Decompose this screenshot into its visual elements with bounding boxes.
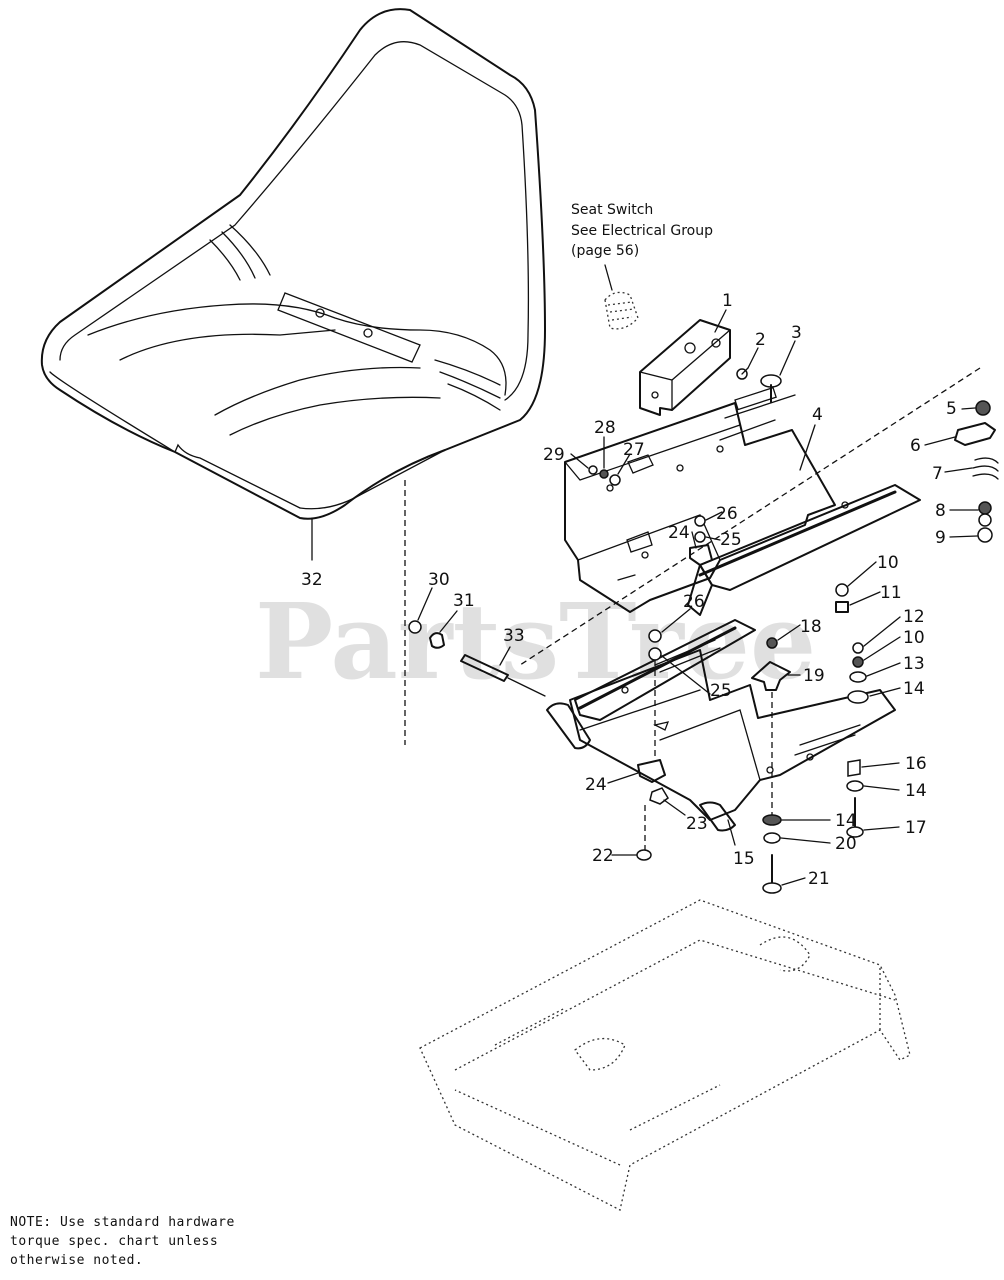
part-label-31: 31	[453, 591, 475, 611]
part-label-24b: 24	[585, 775, 607, 795]
part-label-7: 7	[932, 464, 943, 484]
part-label-8: 8	[935, 501, 946, 521]
part-label-17: 17	[905, 818, 927, 838]
part-label-12: 12	[903, 607, 925, 627]
note-line3: otherwise noted.	[10, 1253, 143, 1268]
part-label-10b: 10	[903, 628, 925, 648]
bolt-parts-10-11	[835, 583, 849, 613]
part-label-29: 29	[543, 445, 565, 465]
part-label-18: 18	[800, 617, 822, 637]
seat-switch-callout-line2: See Electrical Group	[571, 223, 713, 239]
part-label-14c: 14	[835, 811, 857, 831]
bushing-part-31	[429, 632, 445, 649]
hardware-parts-14-20-21	[762, 814, 782, 894]
hardware-parts-16-17	[846, 759, 864, 838]
part-label-30: 30	[428, 570, 450, 590]
part-label-27: 27	[623, 440, 645, 460]
lower-plate-part-15	[569, 649, 896, 821]
part-label-32: 32	[301, 570, 323, 590]
part-number-labels: 1 2 3 4 5 6 7 8 9 10 11 12 10 13 14 15 1…	[301, 291, 957, 889]
seat-switch-callout-line1: Seat Switch	[571, 202, 653, 218]
note-line1: NOTE: Use standard hardware	[10, 1215, 235, 1230]
part-label-25b: 25	[710, 681, 732, 701]
hardware-parts-24-26-upper	[689, 515, 713, 566]
hardware-parts-5-9	[954, 400, 999, 543]
part-label-19: 19	[803, 666, 825, 686]
part-label-20: 20	[835, 834, 857, 854]
part-label-4: 4	[812, 405, 823, 425]
part-label-28: 28	[594, 418, 616, 438]
seat-part-32	[40, 8, 546, 561]
part-label-13: 13	[903, 654, 925, 674]
bolt-part-22	[636, 805, 652, 861]
note-line2: torque spec. chart unless	[10, 1234, 218, 1249]
part-label-33: 33	[503, 626, 525, 646]
part-label-26b: 26	[683, 592, 705, 612]
part-label-16: 16	[905, 754, 927, 774]
hardware-parts-12-14-right	[847, 642, 869, 704]
fender-outline	[419, 899, 911, 1211]
slide-rail-lower	[546, 619, 756, 832]
part-label-23: 23	[686, 814, 708, 834]
pin-part-33	[460, 654, 546, 697]
screw-part-2	[736, 367, 749, 380]
knob-part-19	[751, 637, 791, 815]
part-label-21: 21	[808, 869, 830, 889]
part-label-22: 22	[592, 846, 614, 866]
part-label-25a: 25	[720, 530, 742, 550]
seat-switch-callout-line3: (page 56)	[571, 243, 639, 259]
part-label-2: 2	[755, 330, 766, 350]
part-label-26a: 26	[716, 504, 738, 524]
watermark-text: PartsTree	[255, 580, 816, 703]
part-label-9: 9	[935, 528, 946, 548]
upper-plate-part-4	[564, 386, 849, 613]
part-label-10a: 10	[877, 553, 899, 573]
part-label-5: 5	[946, 399, 957, 419]
slide-rail-upper	[687, 484, 921, 616]
nut-part-30	[408, 620, 422, 634]
bracket-part-1	[639, 319, 731, 416]
alignment-line-diagonal	[519, 367, 981, 666]
seat-switch-icon	[604, 291, 639, 330]
part-label-3: 3	[791, 323, 802, 343]
part-label-11: 11	[880, 583, 902, 603]
part-label-14a: 14	[903, 679, 925, 699]
leader-lines	[417, 264, 979, 886]
part-label-15: 15	[733, 849, 755, 869]
part-label-1: 1	[722, 291, 733, 311]
hardware-parts-24-26-lower	[637, 629, 666, 783]
part-label-24a: 24	[668, 523, 690, 543]
part-label-6: 6	[910, 436, 921, 456]
hardware-parts-27-29	[588, 465, 621, 486]
part-label-14b: 14	[905, 781, 927, 801]
